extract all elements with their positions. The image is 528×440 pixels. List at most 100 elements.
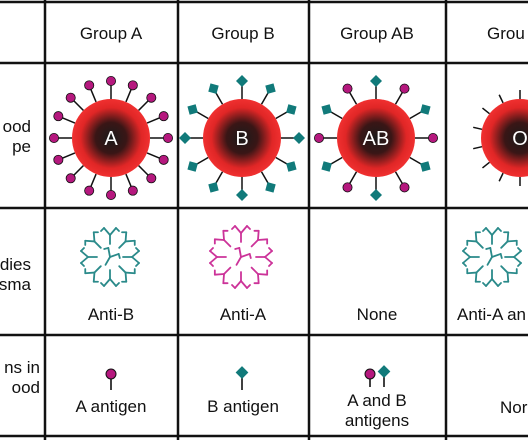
antibody-y <box>213 266 232 285</box>
antigen-labels: A antigen B antigen A and B antigens Nor <box>76 391 528 430</box>
antigen-a-marker <box>127 80 138 91</box>
column-headers: Group A Group B Group AB Grou <box>80 24 525 43</box>
antigen-stem <box>146 152 161 159</box>
antibody-y <box>255 247 273 267</box>
antigen-a-marker <box>65 173 76 184</box>
antigen-a-marker <box>342 182 353 193</box>
antibody-y <box>231 225 251 243</box>
antigen-a-marker <box>399 83 410 94</box>
cell-group-o: O <box>473 90 528 186</box>
antigen-a-marker <box>127 185 138 196</box>
antigen-stem <box>394 171 404 185</box>
row-label-blood-type-line2: pe <box>12 137 31 156</box>
antigen-stem <box>138 99 150 111</box>
antibody-y <box>213 229 232 248</box>
antibody-y <box>250 266 269 285</box>
antigen-stem <box>329 110 343 120</box>
antigen-stem <box>214 91 224 105</box>
antigen-stem <box>125 173 132 188</box>
antigen-stem <box>125 88 132 103</box>
antigen-stem <box>260 171 270 185</box>
antigen-a-marker <box>53 154 64 165</box>
antigen-b-marker <box>321 161 332 172</box>
antibody-y <box>118 231 136 249</box>
antibody-y <box>100 269 120 287</box>
antigen-stem <box>260 91 270 105</box>
antigen-stem <box>90 173 97 188</box>
antigen-stem <box>61 117 76 124</box>
header-group-ab: Group AB <box>340 24 414 43</box>
antibody-y <box>504 247 522 267</box>
anti-a-antibody-cluster <box>209 225 273 289</box>
antigen-stem <box>482 107 490 115</box>
antibody-y <box>118 265 136 283</box>
cell-group-b: B <box>178 74 306 202</box>
antigen-a-marker <box>65 92 76 103</box>
anti-b-antibody-cluster <box>80 227 140 287</box>
antigen-b-marker <box>292 131 306 145</box>
antigen-stem <box>394 91 404 105</box>
antibody-y <box>231 271 251 289</box>
antibody-y <box>209 247 227 267</box>
antigen-b-icon <box>235 366 249 390</box>
antigen-b-marker <box>286 161 297 172</box>
antigen-a-marker <box>162 132 173 143</box>
antibody-label-group-a: Anti-B <box>88 305 134 324</box>
row-labels: ood pe dies sma ns in ood <box>0 117 40 397</box>
antigen-a-marker <box>342 83 353 94</box>
antibody-y <box>466 265 484 283</box>
antibody-y <box>466 231 484 249</box>
antigen-label-group-b: B antigen <box>207 397 279 416</box>
antigen-b-marker <box>235 188 249 202</box>
antibody-y <box>500 231 518 249</box>
antigen-b-marker <box>420 161 431 172</box>
antibody-y <box>100 227 120 245</box>
antigen-stem <box>72 165 84 177</box>
antigen-b-marker <box>265 83 276 94</box>
antigen-a-icon <box>105 368 117 390</box>
antigen-b-marker <box>187 104 198 115</box>
antibody-label-group-ab: None <box>357 305 398 324</box>
antigen-stem <box>482 161 490 169</box>
antibody-y <box>122 247 140 267</box>
antigen-label-group-ab-line2: antigens <box>345 411 409 430</box>
antigen-spikes <box>313 74 438 202</box>
antigen-stem <box>195 156 209 166</box>
antigen-stem <box>329 156 343 166</box>
antigen-stem <box>214 171 224 185</box>
antigen-a-marker <box>106 189 117 200</box>
cell-label-b: B <box>235 128 248 150</box>
header-group-a: Group A <box>80 24 143 43</box>
header-group-o: Grou <box>487 24 525 43</box>
row-label-antigens-line1: ns in <box>4 358 40 377</box>
antigen-stem <box>61 152 76 159</box>
anti-a-and-b-antibody-cluster <box>462 227 522 287</box>
row-label-blood-type-line1: ood <box>3 117 31 136</box>
antigen-b-marker <box>178 131 192 145</box>
antigen-label-group-ab-line1: A and B <box>347 391 407 410</box>
antibody-y <box>103 247 121 266</box>
cell-group-ab: AB <box>313 74 438 202</box>
antibody-y <box>482 269 502 287</box>
antigen-spikes <box>473 90 521 186</box>
cell-group-a: A <box>49 76 173 200</box>
red-blood-cell <box>203 99 281 177</box>
antigen-spikes <box>49 76 173 200</box>
antigen-stem <box>473 126 483 131</box>
antigen-b-marker <box>235 74 249 88</box>
antigen-b-marker <box>369 188 383 202</box>
antigen-a-marker <box>313 132 324 143</box>
antigen-a-marker <box>53 111 64 122</box>
cell-label-ab: AB <box>363 128 390 150</box>
antigen-stem <box>275 110 289 120</box>
antibody-y <box>250 229 269 248</box>
antibody-y <box>485 247 503 266</box>
antigen-b-marker <box>321 104 332 115</box>
cell-label-o: O <box>512 128 528 150</box>
antigen-stem <box>348 171 358 185</box>
antibody-y <box>500 265 518 283</box>
antibody-y <box>234 247 252 266</box>
row-label-antigens-line2: ood <box>12 378 40 397</box>
